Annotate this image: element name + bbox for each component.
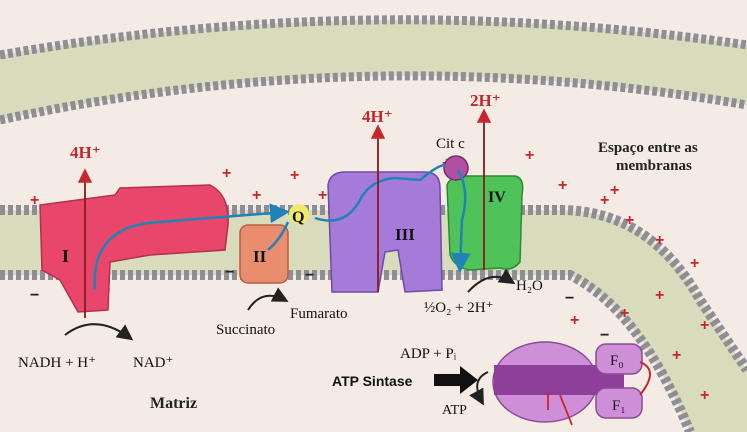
svg-text:+: + <box>525 147 534 164</box>
svg-text:−: − <box>30 287 39 304</box>
svg-text:−: − <box>600 327 609 344</box>
nadh-label: NADH + H⁺ <box>18 355 96 371</box>
atp-sintase-label: ATP Sintase <box>332 373 413 389</box>
svg-text:+: + <box>290 167 299 184</box>
complex-i: I <box>40 185 228 312</box>
complex-iii-label: III <box>395 225 415 244</box>
svg-text:+: + <box>252 187 261 204</box>
svg-text:+: + <box>610 182 619 199</box>
h2o-label: H₂O <box>516 278 543 294</box>
svg-text:−: − <box>225 264 234 281</box>
svg-text:+: + <box>222 165 231 182</box>
svg-text:+: + <box>655 232 664 249</box>
svg-text:+: + <box>700 317 709 334</box>
svg-text:+: + <box>672 347 681 364</box>
succinato-label: Succinato <box>216 322 275 338</box>
o2-label: ½O₂ + 2H⁺ <box>424 300 494 316</box>
matriz-label: Matriz <box>150 395 197 412</box>
svg-text:+: + <box>558 177 567 194</box>
complex-i-label: I <box>62 246 69 266</box>
svg-text:+: + <box>620 305 629 322</box>
intermembrane-label-line1: Espaço entre as <box>598 140 698 156</box>
cytochrome-c <box>444 156 468 180</box>
outer-membrane <box>0 20 747 120</box>
proton-label-complex-iii: 4H⁺ <box>362 107 393 126</box>
adp-label: ADP + Pᵢ <box>400 346 457 362</box>
nad-label: NAD⁺ <box>133 355 173 371</box>
svg-text:+: + <box>625 212 634 229</box>
q-label: Q <box>292 209 304 226</box>
svg-text:−: − <box>305 267 314 284</box>
atp-label: ATP <box>442 403 467 418</box>
complex-ii-label: II <box>253 247 267 266</box>
f1-label: F₁ <box>612 398 626 414</box>
fo-label: F₀ <box>610 353 624 369</box>
svg-text:+: + <box>570 312 579 329</box>
atp-sintase-pointer-arrow <box>434 366 478 394</box>
svg-text:+: + <box>318 187 327 204</box>
svg-text:−: − <box>565 290 574 307</box>
svg-text:+: + <box>700 387 709 404</box>
svg-text:+: + <box>690 255 699 272</box>
complex-iv-label: IV <box>488 189 506 206</box>
cit-c-label: Cit c <box>436 136 465 152</box>
proton-label-complex-iv: 2H⁺ <box>470 91 501 110</box>
fumarato-label: Fumarato <box>290 306 348 322</box>
atp-synthase <box>493 342 650 425</box>
intermembrane-label-line2: membranas <box>616 158 692 174</box>
svg-text:+: + <box>30 192 39 209</box>
svg-text:+: + <box>600 192 609 209</box>
proton-label-complex-i: 4H⁺ <box>70 143 101 162</box>
svg-text:+: + <box>655 287 664 304</box>
